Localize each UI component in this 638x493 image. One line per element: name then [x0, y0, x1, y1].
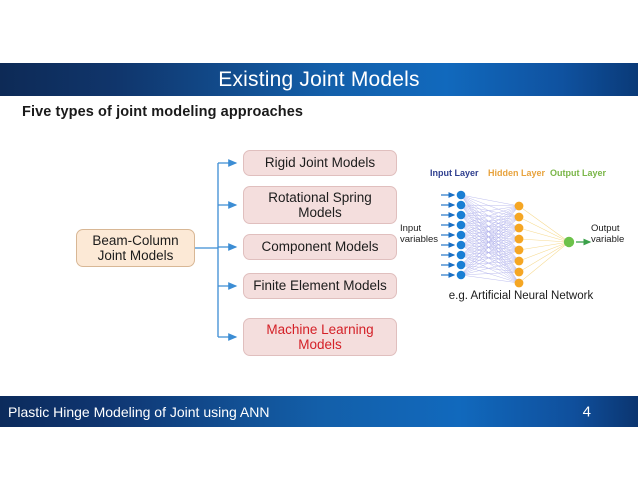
slide-subtitle: Five types of joint modeling approaches [22, 104, 304, 120]
flow-box-machine-learning-models[interactable]: Machine Learning Models [243, 318, 397, 356]
artificial-neural-network-figure: Input Layer Hidden Layer Output Layer In… [398, 164, 638, 316]
page-title: Existing Joint Models [218, 67, 420, 91]
flow-box-ml-line1: Machine Learning [266, 321, 374, 337]
flow-box-rotational-line1: Rotational Spring [268, 189, 372, 205]
flow-box-component-label: Component Models [261, 239, 379, 255]
flow-box-root-line1: Beam-Column [92, 232, 179, 248]
flow-box-rotational-spring-models[interactable]: Rotational Spring Models [243, 186, 397, 224]
flow-box-root-line2: Joint Models [97, 248, 174, 263]
flow-box-ml-line2: Models [298, 337, 342, 352]
nn-output-variable-label: Output variable [591, 223, 625, 245]
nn-input-layer-label: Input Layer [430, 168, 479, 178]
footer-title: Plastic Hinge Modeling of Joint using AN… [8, 403, 270, 420]
nn-hidden-layer-label: Hidden Layer [488, 168, 546, 178]
flow-box-root[interactable]: Beam-Column Joint Models [76, 229, 195, 267]
nn-output-layer-label: Output Layer [550, 168, 607, 178]
nn-figure-caption: e.g. Artificial Neural Network [448, 290, 594, 302]
joint-models-flow-diagram: Beam-Column Joint Models Rigid Joint Mod… [0, 140, 420, 370]
neural-network-graph [441, 190, 592, 288]
nn-input-variables-line2: variables [400, 233, 439, 245]
nn-input-variables-line1: Input [400, 223, 422, 234]
slide-title-bar: Existing Joint Models [0, 63, 638, 96]
flow-connector-lines [195, 159, 238, 341]
slide-footer-bar: Plastic Hinge Modeling of Joint using AN… [0, 396, 638, 427]
flow-box-rigid-joint-models[interactable]: Rigid Joint Models [243, 150, 397, 176]
nn-output-variable-line1: Output [591, 223, 620, 234]
flow-box-finite-element-models[interactable]: Finite Element Models [243, 273, 397, 299]
flow-box-rotational-line2: Models [298, 205, 342, 220]
nn-input-variables-label: Input variables [400, 223, 439, 245]
flow-box-rigid-label: Rigid Joint Models [264, 155, 376, 171]
nn-output-variable-line2: variable [591, 233, 625, 245]
footer-page-number: 4 [582, 403, 591, 420]
flow-box-component-models[interactable]: Component Models [243, 234, 397, 260]
flow-box-finite-label: Finite Element Models [253, 278, 387, 294]
